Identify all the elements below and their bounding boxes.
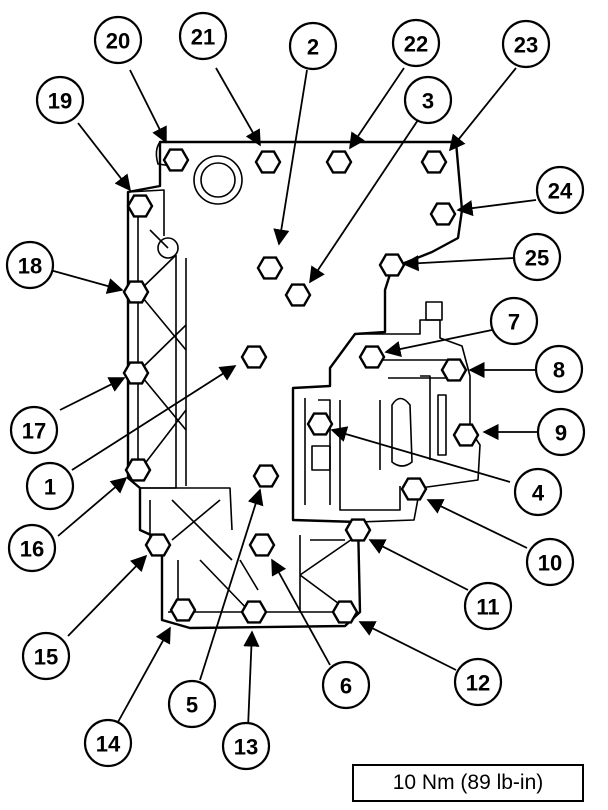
bolt-15 bbox=[144, 533, 172, 557]
callout-25: 25 bbox=[512, 232, 562, 282]
bolt-12 bbox=[331, 600, 359, 624]
bolt-23 bbox=[420, 150, 448, 174]
callout-5: 5 bbox=[167, 679, 217, 729]
callout-8-label: 8 bbox=[553, 358, 565, 383]
bolt-13 bbox=[240, 600, 268, 624]
bolt-heads bbox=[122, 148, 480, 624]
bottom-left-truss bbox=[140, 487, 350, 613]
bolt-24 bbox=[429, 202, 457, 226]
callout-22-label: 22 bbox=[404, 32, 428, 57]
bolt-2 bbox=[256, 256, 284, 280]
callout-10-label: 10 bbox=[538, 551, 562, 576]
bolt-22 bbox=[325, 150, 353, 174]
callout-6-label: 6 bbox=[340, 674, 352, 699]
callout-19-label: 19 bbox=[48, 89, 72, 114]
right-component-cluster bbox=[299, 301, 481, 613]
callout-14-label: 14 bbox=[96, 732, 121, 757]
leader-lines bbox=[49, 67, 538, 729]
callout-12: 12 bbox=[453, 657, 503, 707]
torque-spec-label: 10 Nm (89 lb-in) bbox=[352, 764, 584, 802]
callout-1: 1 bbox=[25, 461, 75, 511]
callout-9: 9 bbox=[536, 407, 586, 457]
callout-21: 21 bbox=[178, 11, 228, 61]
callout-17: 17 bbox=[9, 405, 59, 455]
bolt-25 bbox=[378, 253, 406, 277]
bolt-5 bbox=[252, 464, 280, 488]
callout-8: 8 bbox=[534, 344, 584, 394]
housing-outline bbox=[126, 140, 464, 630]
bolt-20 bbox=[162, 148, 190, 172]
callout-6: 6 bbox=[321, 660, 371, 710]
callout-10: 10 bbox=[525, 537, 575, 587]
callout-18-label: 18 bbox=[18, 254, 42, 279]
bolt-17 bbox=[122, 361, 150, 385]
callout-21-label: 21 bbox=[191, 25, 215, 50]
callout-11: 11 bbox=[463, 581, 513, 631]
callout-16-label: 16 bbox=[20, 537, 44, 562]
callout-17-label: 17 bbox=[22, 419, 46, 444]
callout-4: 4 bbox=[513, 467, 563, 517]
callout-24: 24 bbox=[535, 165, 585, 215]
callout-13: 13 bbox=[221, 721, 271, 771]
bolt-4 bbox=[306, 412, 334, 436]
callout-24-label: 24 bbox=[548, 179, 573, 204]
callout-2-label: 2 bbox=[307, 35, 319, 60]
bolt-19 bbox=[126, 194, 154, 218]
bolt-3 bbox=[284, 283, 312, 307]
callout-11-label: 11 bbox=[476, 595, 499, 620]
bolt-11 bbox=[344, 518, 372, 542]
bolt-14 bbox=[169, 598, 197, 622]
callout-7: 7 bbox=[489, 296, 539, 346]
callout-9-label: 9 bbox=[555, 421, 567, 446]
callout-2: 2 bbox=[288, 21, 338, 71]
callout-14: 14 bbox=[83, 718, 133, 768]
bolt-9 bbox=[452, 423, 480, 447]
bolt-7 bbox=[358, 345, 386, 369]
callout-19: 19 bbox=[35, 75, 85, 125]
bolt-1 bbox=[240, 345, 268, 369]
callout-5-label: 5 bbox=[186, 693, 198, 718]
left-truss-frame bbox=[127, 189, 187, 489]
callout-16: 16 bbox=[7, 523, 57, 573]
callout-23-label: 23 bbox=[514, 33, 538, 58]
bolt-10 bbox=[400, 477, 428, 501]
bolt-18 bbox=[122, 280, 150, 304]
callout-13-label: 13 bbox=[234, 735, 258, 760]
callout-3: 3 bbox=[403, 75, 453, 125]
bolt-21 bbox=[254, 150, 282, 174]
callout-22: 22 bbox=[391, 18, 441, 68]
callout-20-label: 20 bbox=[106, 29, 130, 54]
bolt-16 bbox=[124, 458, 152, 482]
bolt-8 bbox=[440, 358, 468, 382]
callout-3-label: 3 bbox=[422, 89, 434, 114]
callout-7-label: 7 bbox=[508, 310, 520, 335]
callout-15: 15 bbox=[21, 631, 71, 681]
callout-23: 23 bbox=[501, 19, 551, 69]
callout-20: 20 bbox=[93, 15, 143, 65]
callout-4-label: 4 bbox=[532, 481, 545, 506]
callout-25-label: 25 bbox=[525, 246, 549, 271]
callout-15-label: 15 bbox=[34, 645, 58, 670]
callout-1-label: 1 bbox=[44, 475, 56, 500]
callout-18: 18 bbox=[5, 240, 55, 290]
callouts: 1 2 3 4 5 6 7 8 9 10 11 12 13 14 15 16 1… bbox=[5, 11, 586, 771]
bolt-6 bbox=[248, 533, 276, 557]
callout-12-label: 12 bbox=[466, 671, 490, 696]
